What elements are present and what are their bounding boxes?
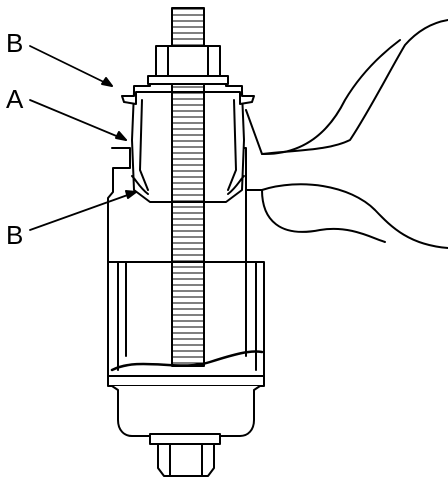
bottom-nut bbox=[157, 443, 215, 477]
threaded-rod-top bbox=[171, 7, 205, 47]
callout-a: A bbox=[6, 84, 24, 114]
top-nut bbox=[155, 45, 221, 77]
subframe-arm-inner bbox=[261, 39, 401, 156]
mount-housing-left bbox=[107, 147, 131, 263]
leader-b-bottom-arrow bbox=[125, 190, 137, 199]
subframe-arm-outline bbox=[245, 19, 448, 155]
bushing-lip-left bbox=[131, 175, 149, 195]
bushing-left-wall bbox=[139, 99, 149, 191]
bushing-right-wall bbox=[227, 99, 237, 191]
leader-b-top-arrow bbox=[101, 77, 113, 87]
top-washer bbox=[147, 75, 229, 85]
leader-a-arrow bbox=[115, 131, 127, 141]
callout-b-top: B bbox=[6, 28, 24, 58]
callout-b-bottom: B bbox=[6, 220, 24, 250]
subframe-lower-curve bbox=[261, 189, 386, 243]
leader-b-top bbox=[29, 45, 113, 87]
receiver-cup-base-ring bbox=[107, 375, 265, 387]
subframe-lower-flange bbox=[245, 183, 448, 249]
receiver-cup-floor bbox=[110, 350, 264, 372]
receiver-base bbox=[111, 385, 261, 437]
bushing-lip-right bbox=[227, 175, 245, 195]
base-washer bbox=[149, 433, 221, 445]
leader-b-bottom bbox=[29, 191, 137, 231]
leader-a bbox=[29, 99, 127, 141]
threaded-rod bbox=[171, 83, 205, 367]
bushing-flange bbox=[121, 81, 255, 105]
